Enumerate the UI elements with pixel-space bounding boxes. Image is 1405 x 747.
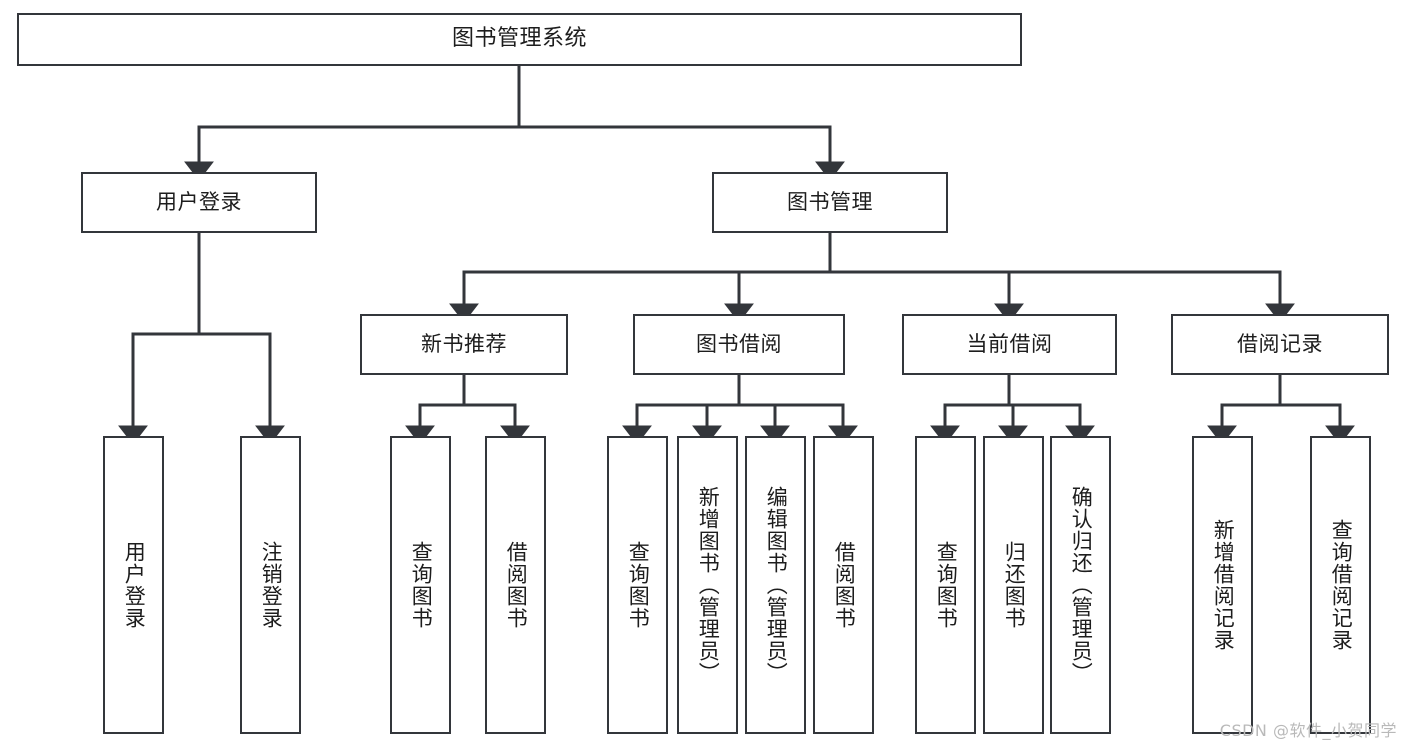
node-leaf-borrow-book-1-label: 借阅图书 (504, 541, 529, 629)
watermark-text: CSDN @软件_小贺同学 (1219, 721, 1397, 740)
node-leaf-add-book-label: 新增图书（管理员） (696, 486, 721, 684)
node-leaf-add-record-label: 新增借阅记录 (1211, 519, 1236, 651)
node-borrow-record[interactable]: 借阅记录 (1171, 314, 1389, 375)
node-leaf-edit-book-label: 编辑图书（管理员） (764, 486, 789, 684)
node-leaf-confirm-return-label: 确认归还（管理员） (1069, 486, 1094, 684)
node-leaf-query-book-1-label: 查询图书 (409, 541, 434, 629)
node-book-management-label: 图书管理 (787, 189, 873, 214)
node-leaf-return-book[interactable]: 归还图书 (983, 436, 1044, 734)
node-leaf-borrow-book-2[interactable]: 借阅图书 (813, 436, 874, 734)
node-leaf-query-record[interactable]: 查询借阅记录 (1310, 436, 1371, 734)
node-user-login-label: 用户登录 (156, 189, 242, 214)
node-leaf-confirm-return[interactable]: 确认归还（管理员） (1050, 436, 1111, 734)
node-user-login[interactable]: 用户登录 (81, 172, 317, 233)
node-leaf-borrow-book-2-label: 借阅图书 (832, 541, 857, 629)
node-root[interactable]: 图书管理系统 (17, 13, 1022, 66)
node-leaf-logout-login-label: 注销登录 (259, 541, 284, 629)
node-leaf-query-book-1[interactable]: 查询图书 (390, 436, 451, 734)
node-leaf-query-book-3-label: 查询图书 (934, 541, 959, 629)
node-leaf-user-login[interactable]: 用户登录 (103, 436, 164, 734)
node-leaf-add-record[interactable]: 新增借阅记录 (1192, 436, 1253, 734)
node-leaf-edit-book[interactable]: 编辑图书（管理员） (745, 436, 806, 734)
node-leaf-query-book-2[interactable]: 查询图书 (607, 436, 668, 734)
node-book-management[interactable]: 图书管理 (712, 172, 948, 233)
node-leaf-borrow-book-1[interactable]: 借阅图书 (485, 436, 546, 734)
node-book-borrow-label: 图书借阅 (696, 331, 782, 356)
node-leaf-return-book-label: 归还图书 (1002, 541, 1027, 629)
node-leaf-query-record-label: 查询借阅记录 (1329, 519, 1354, 651)
node-leaf-user-login-label: 用户登录 (122, 541, 147, 629)
node-leaf-query-book-3[interactable]: 查询图书 (915, 436, 976, 734)
node-leaf-query-book-2-label: 查询图书 (626, 541, 651, 629)
node-new-book-recommend-label: 新书推荐 (421, 331, 507, 356)
node-current-borrow[interactable]: 当前借阅 (902, 314, 1117, 375)
node-current-borrow-label: 当前借阅 (966, 331, 1053, 356)
node-leaf-logout-login[interactable]: 注销登录 (240, 436, 301, 734)
node-leaf-add-book[interactable]: 新增图书（管理员） (677, 436, 738, 734)
node-book-borrow[interactable]: 图书借阅 (633, 314, 845, 375)
node-borrow-record-label: 借阅记录 (1237, 331, 1323, 356)
node-new-book-recommend[interactable]: 新书推荐 (360, 314, 568, 375)
node-root-label: 图书管理系统 (451, 26, 587, 52)
